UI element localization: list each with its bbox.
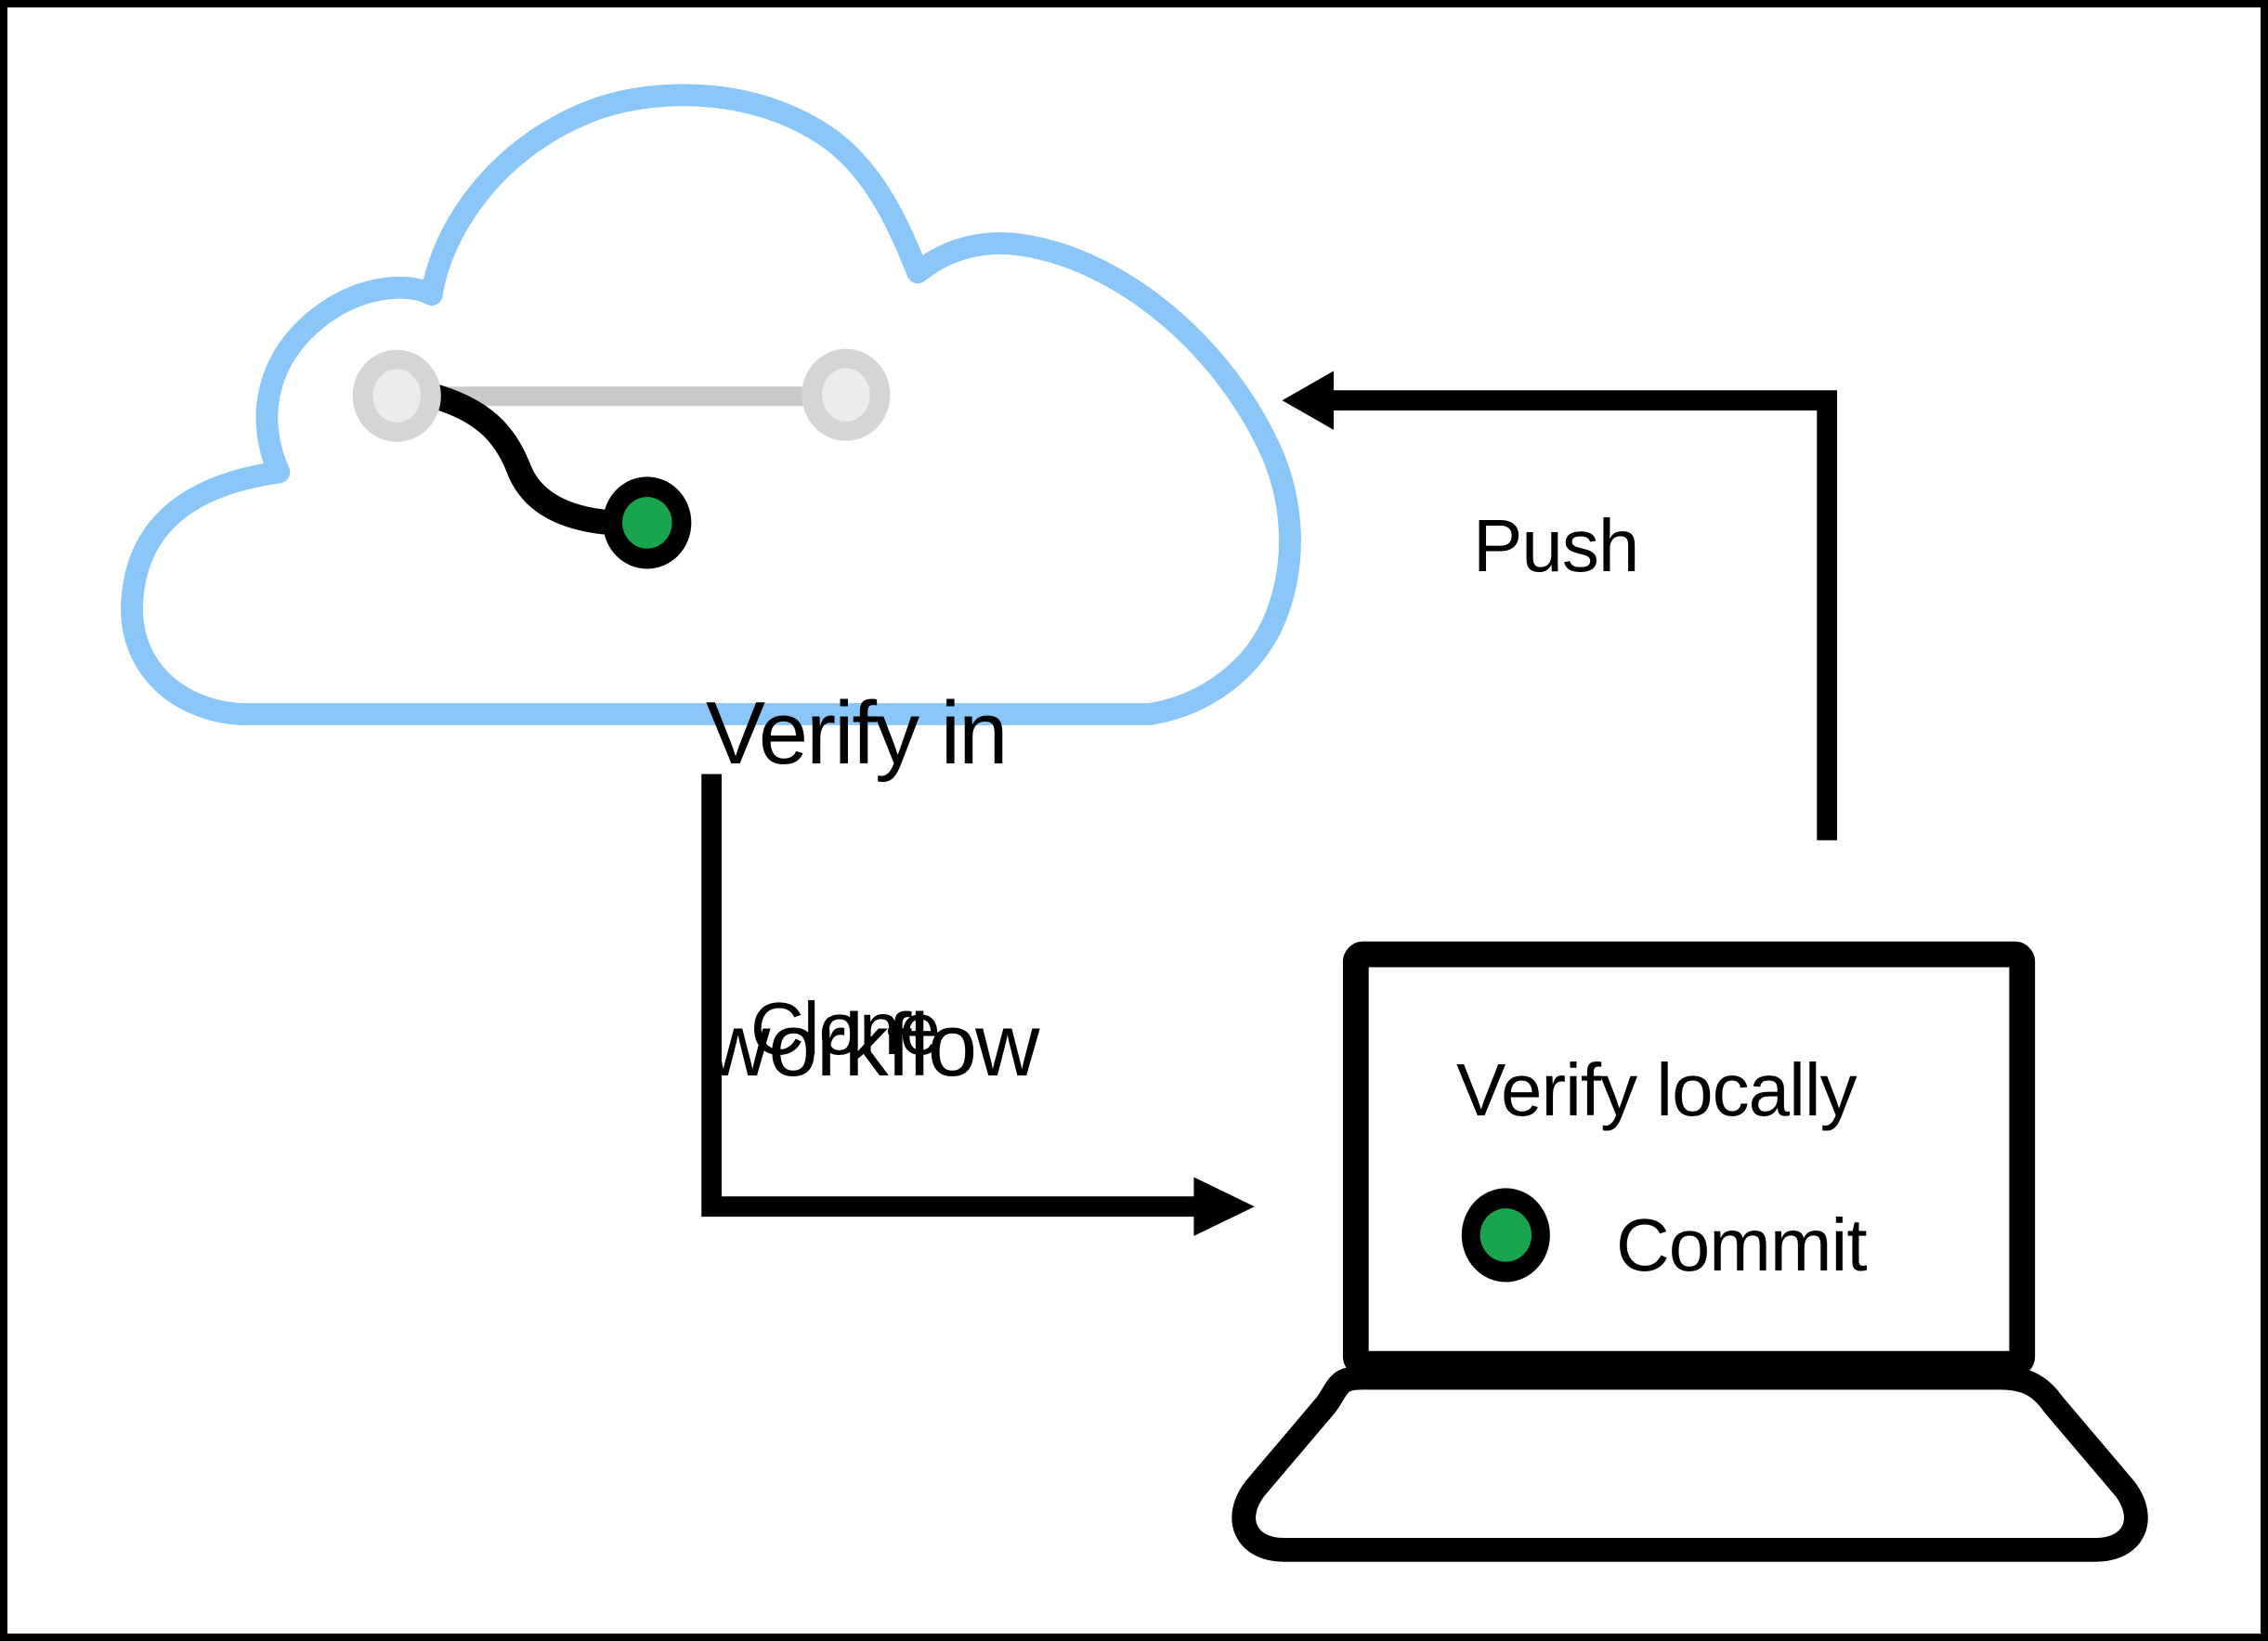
laptop-title: Verify locally (1456, 1048, 1857, 1131)
branch-curve (413, 381, 616, 535)
laptop-screen (1342, 941, 2036, 1377)
push-arrowhead (1282, 371, 1335, 430)
git-branch-icon (352, 348, 891, 569)
commit-dot-icon (1461, 1188, 1550, 1283)
commit-label: Commit (1616, 1204, 1868, 1286)
clone-arrow-shaft (701, 774, 1200, 1218)
cloud-label: Verify in workflow (706, 474, 1039, 1306)
cloud-label-line2: workflow (706, 996, 1039, 1095)
arrow-right-elbow-icon (701, 774, 1255, 1236)
branch-bar (397, 386, 846, 407)
push-arrow-shaft (1317, 390, 1838, 840)
clone-arrowhead (1193, 1177, 1255, 1236)
cloud-label-line1: Verify in (706, 684, 1008, 783)
laptop-icon (1232, 941, 2148, 1562)
branch-node-right (802, 348, 891, 441)
laptop-base (1232, 1365, 2148, 1562)
diagram-shapes (121, 84, 2148, 1562)
push-arrow-label: Push (1473, 504, 1639, 587)
branch-node-left (352, 349, 441, 442)
arrow-left-elbow-icon (1282, 371, 1838, 840)
workflow-commit-dot-icon (603, 476, 692, 569)
clone-arrow-label: Clone (750, 987, 941, 1070)
